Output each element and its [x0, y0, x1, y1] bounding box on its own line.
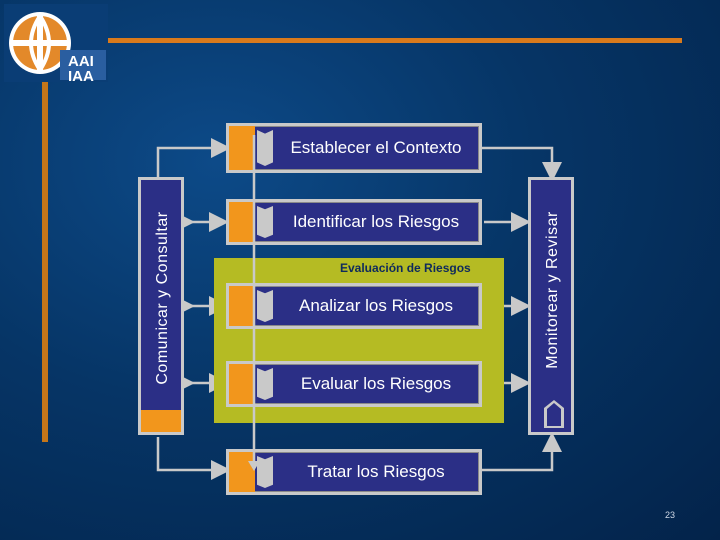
step-label: Evaluar los Riesgos — [300, 374, 452, 393]
step-identify-risks: Identificar los Riesgos — [226, 199, 482, 245]
step-marker-icon — [257, 290, 273, 322]
risk-process-diagram: Evaluación de Riesgos Comunicar y Consul… — [130, 115, 590, 500]
step-label: Identificar los Riesgos — [292, 212, 460, 231]
step-marker-icon — [257, 206, 273, 238]
communicate-consult-box: Comunicar y Consultar — [138, 177, 184, 435]
side-rule — [42, 82, 48, 442]
logo-text-line1: AAI — [68, 53, 94, 70]
step-analyze-risks: Analizar los Riesgos — [226, 283, 482, 329]
communicate-orange-tab — [141, 410, 181, 432]
step-treat-risks: Tratar los Riesgos — [226, 449, 482, 495]
central-flow-arrow — [248, 135, 260, 471]
evaluation-group-label: Evaluación de Riesgos — [340, 261, 471, 275]
step-label: Tratar los Riesgos — [307, 462, 445, 481]
step-label: Analizar los Riesgos — [298, 296, 453, 315]
connector-arrows — [156, 138, 562, 480]
aai-logo: AAI IAA — [4, 4, 108, 84]
up-chevron-icon — [544, 400, 564, 428]
header-rule — [108, 38, 682, 43]
globe-icon — [4, 4, 108, 82]
step-marker-icon — [257, 368, 273, 400]
step-label: Establecer el Contexto — [290, 138, 462, 157]
step-establish-context: Establecer el Contexto — [226, 123, 482, 173]
monitor-review-box: Monitorear y Revisar — [528, 177, 574, 435]
step-marker-icon — [257, 130, 273, 166]
logo-text-line2: IAA — [68, 68, 94, 85]
step-marker-icon — [257, 456, 273, 488]
step-evaluate-risks: Evaluar los Riesgos — [226, 361, 482, 407]
logo-text: AAI IAA — [68, 54, 94, 84]
page-number: 23 — [665, 510, 676, 520]
